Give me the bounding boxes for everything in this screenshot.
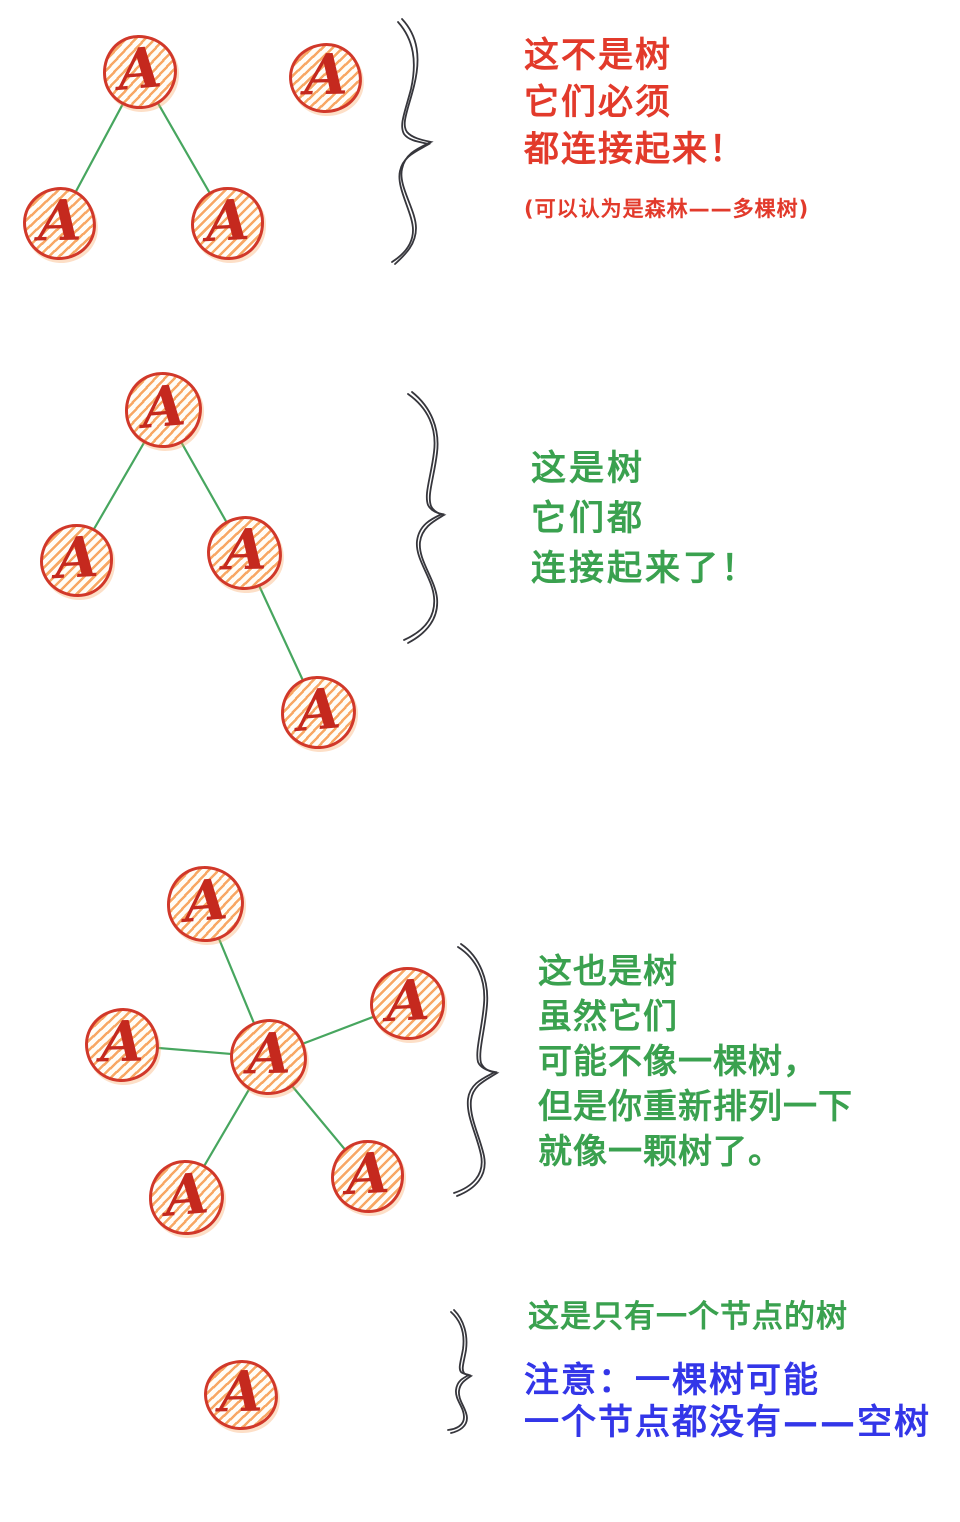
node-label: A <box>384 966 431 1035</box>
curly-brace-icon <box>403 391 447 644</box>
curly-brace-icon <box>453 943 500 1197</box>
caption-line: 它们都 <box>531 499 646 539</box>
node-label: A <box>138 372 188 442</box>
node-label: A <box>115 34 165 104</box>
caption-line: 这也是树 <box>538 952 678 992</box>
note-empty-tree: 注意：一棵树可能 一个节点都没有——空树 <box>524 1360 931 1444</box>
node-label: A <box>99 1008 145 1076</box>
caption-line: 但是你重新排列一下 <box>538 1087 853 1127</box>
node-label: A <box>303 41 348 109</box>
caption-single-node-tree: 这是只有一个节点的树 <box>528 1299 848 1335</box>
node-label: A <box>293 674 343 745</box>
caption-not-a-tree: 这不是树 它们必须 都连接起来！ <box>524 33 746 174</box>
caption-line: 这不是树 <box>524 36 673 76</box>
note-line: 注意：一棵树可能 <box>524 1361 821 1401</box>
caption-line: 这是树 <box>531 449 646 489</box>
tree-node: A <box>331 1139 404 1213</box>
node-label: A <box>218 1358 264 1426</box>
caption-is-a-tree: 这是树 它们都 连接起来了！ <box>531 444 759 594</box>
tree-node: A <box>370 966 445 1040</box>
caption-line: 连接起来了！ <box>531 549 760 589</box>
node-label: A <box>53 523 100 592</box>
note-line: 一个节点都没有——空树 <box>524 1403 932 1443</box>
caption-line: 虽然它们 <box>538 997 678 1037</box>
node-label: A <box>344 1139 391 1208</box>
node-label: A <box>161 1159 211 1230</box>
node-label: A <box>222 516 267 584</box>
caption-line: 就像一颗树了。 <box>538 1132 783 1172</box>
caption-also-a-tree: 这也是树 虽然它们 可能不像一棵树， 但是你重新排列一下 就像一颗树了。 <box>538 950 853 1175</box>
forest-note: (可以认为是森林——多棵树) <box>524 197 810 221</box>
tree-node: A <box>40 523 113 597</box>
node-label: A <box>246 1020 291 1088</box>
node-label: A <box>37 187 82 254</box>
node-label: A <box>180 866 230 936</box>
caption-line: 都连接起来！ <box>524 130 747 170</box>
caption-line: 可能不像一棵树， <box>538 1042 818 1082</box>
curly-brace-icon <box>391 18 434 265</box>
node-label: A <box>204 186 251 255</box>
curly-brace-icon <box>447 1309 474 1434</box>
tree-node: A <box>191 186 264 260</box>
caption-line: 它们必须 <box>524 83 673 123</box>
